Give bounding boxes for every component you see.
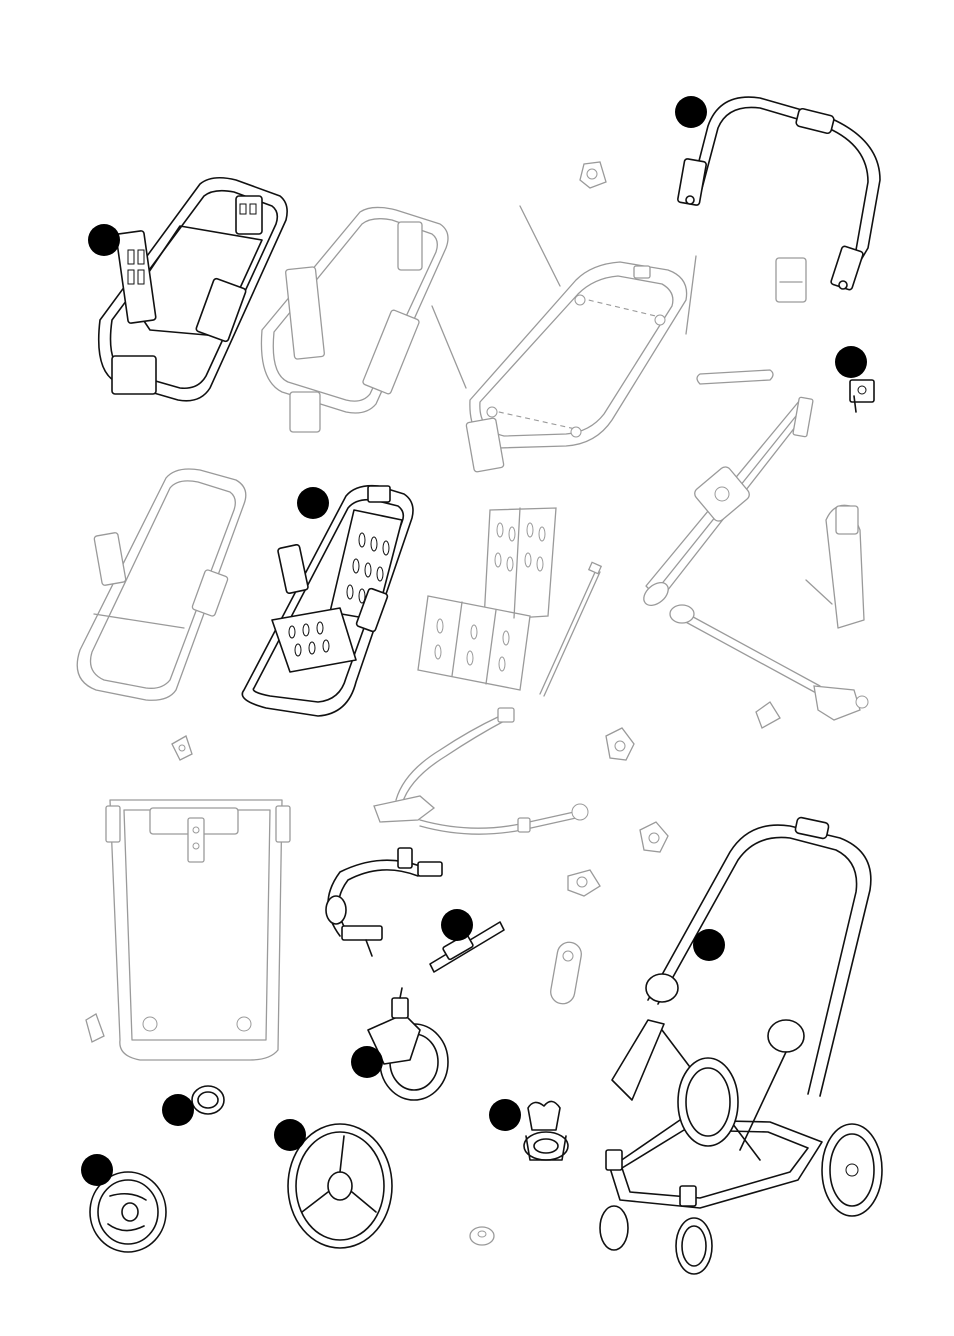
marker-cup-holder: [489, 1099, 521, 1131]
marker-bracket: [835, 346, 867, 378]
marker-rail: [441, 909, 473, 941]
bracket-icon: [697, 258, 806, 384]
washer-icon: [470, 1227, 494, 1245]
bassinet-frame-faded-icon: [261, 207, 448, 432]
marker-handlebar: [675, 96, 707, 128]
marker-rear-wheel: [274, 1119, 306, 1151]
small-clip-icon: [172, 736, 192, 760]
bassinet-frame-icon: [99, 178, 287, 401]
marker-swivel-wheel: [351, 1046, 383, 1078]
footboard-icon: [106, 800, 290, 1060]
cup-holder-icon: [524, 1101, 568, 1160]
connector-icon: [606, 728, 668, 852]
bumper-bar-icon: [326, 848, 442, 956]
hook-icon: [86, 1014, 104, 1042]
knob-icon: [568, 870, 600, 896]
marker-chassis: [693, 929, 725, 961]
marker-hub-cap: [162, 1094, 194, 1126]
seat-unit-icon: [242, 486, 413, 716]
brake-cable-icon: [374, 708, 588, 834]
carrycot-base-icon: [432, 206, 696, 472]
marker-seat: [297, 487, 329, 519]
wheel-icon: [600, 1058, 882, 1274]
hub-cap-icon: [192, 1086, 224, 1114]
seat-pad-icon: [418, 508, 556, 690]
rail-icon: [639, 397, 813, 610]
leg-icon: [806, 505, 864, 628]
marker-bassinet: [88, 224, 120, 256]
end-cap-icon: [580, 162, 606, 188]
pin-icon: [850, 380, 874, 412]
swivel-wheel-icon: [368, 988, 448, 1100]
clip-arm-icon: [549, 940, 583, 1005]
marker-small-wheel: [81, 1154, 113, 1186]
seat-frame-faded-icon: [77, 469, 246, 700]
axle-icon: [670, 605, 868, 728]
